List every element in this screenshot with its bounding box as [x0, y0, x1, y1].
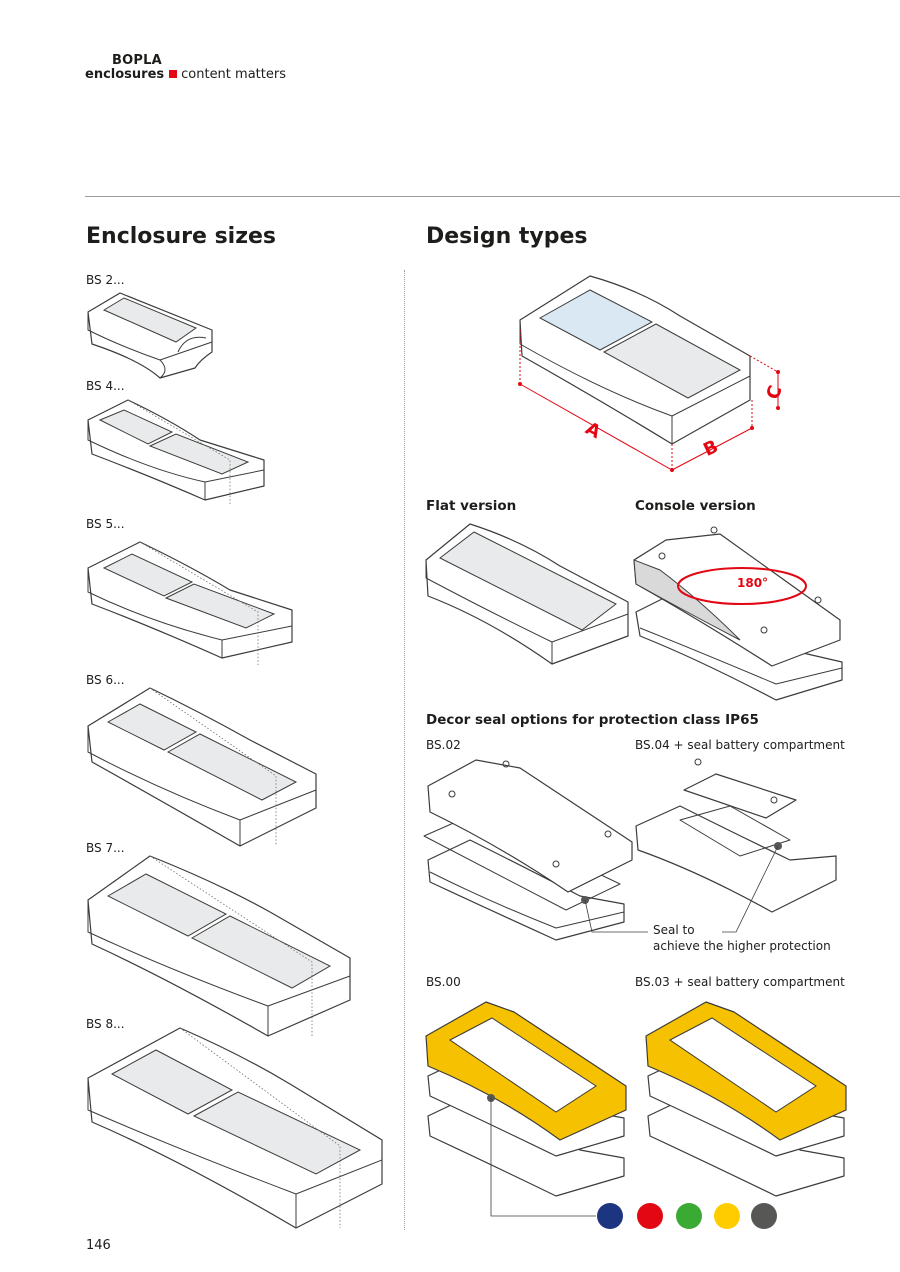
- header-rule: [85, 196, 900, 197]
- swatch-blue: [597, 1203, 623, 1229]
- console-version-label: Console version: [635, 498, 756, 514]
- bs00-label: BS.00: [426, 975, 461, 989]
- size-label-bs5: BS 5...: [86, 517, 125, 531]
- bs03-drawing: [645, 1001, 847, 1197]
- seal-note-line1: Seal to: [653, 923, 695, 937]
- flat-version-label: Flat version: [426, 498, 517, 514]
- size-label-bs2: BS 2...: [86, 273, 125, 287]
- main-enclosure-drawing: [518, 275, 780, 472]
- brand-square-icon: [169, 70, 178, 78]
- enclosure-bs7-drawing: [87, 855, 351, 1037]
- size-label-bs4: BS 4...: [86, 379, 125, 393]
- bs04-drawing: [635, 758, 837, 913]
- bs03-label: BS.03 + seal battery compartment: [635, 975, 845, 989]
- bs00-drawing: [425, 1001, 627, 1197]
- seal-note-line2: achieve the higher protection: [653, 939, 831, 953]
- rotation-label: 180°: [737, 576, 769, 590]
- brand-tagline: content matters: [181, 67, 286, 82]
- brand-line: enclosures content matters: [85, 67, 286, 82]
- column-divider: [404, 270, 405, 1230]
- page-number: 146: [86, 1238, 111, 1253]
- swatch-green: [676, 1203, 702, 1229]
- bs02-drawing: [423, 759, 633, 941]
- enclosure-bs8-drawing: [87, 1027, 383, 1229]
- flat-version-drawing: [425, 523, 629, 665]
- size-label-bs6: BS 6...: [86, 673, 125, 687]
- enclosure-bs6-drawing: [87, 687, 317, 847]
- design-types-heading: Design types: [426, 224, 588, 249]
- brand-word: enclosures: [85, 67, 165, 82]
- brand-name: BOPLA: [112, 53, 162, 68]
- swatch-grey: [751, 1203, 777, 1229]
- enclosure-bs4-drawing: [87, 399, 265, 505]
- enclosure-bs2-drawing: [87, 292, 213, 379]
- size-label-bs7: BS 7...: [86, 841, 125, 855]
- enclosure-bs5-drawing: [87, 541, 293, 665]
- bs02-label: BS.02: [426, 738, 461, 752]
- swatch-red: [637, 1203, 663, 1229]
- swatch-yellow: [714, 1203, 740, 1229]
- console-version-drawing: [633, 526, 843, 701]
- decor-seal-heading: Decor seal options for protection class …: [426, 712, 759, 728]
- enclosure-sizes-heading: Enclosure sizes: [86, 224, 277, 249]
- size-label-bs8: BS 8...: [86, 1017, 125, 1031]
- bs04-label: BS.04 + seal battery compartment: [635, 738, 845, 752]
